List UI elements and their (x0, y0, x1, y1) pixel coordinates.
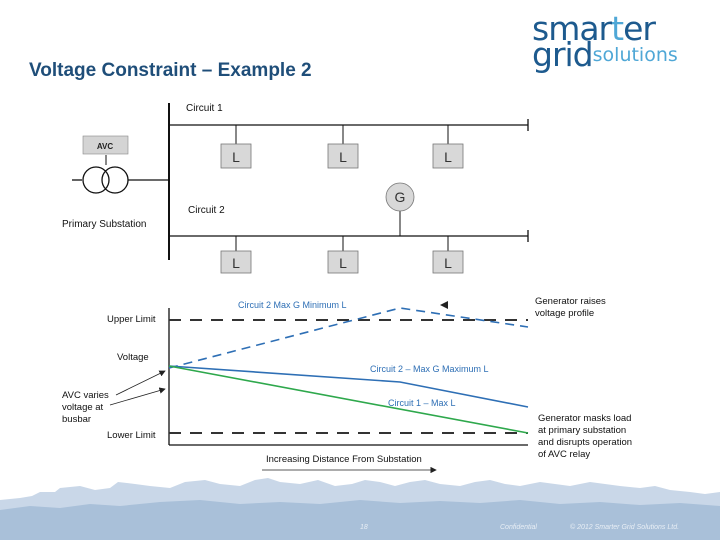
circuit2-max-label: Circuit 2 – Max G Maximum L (370, 364, 489, 374)
generator: G (385, 182, 415, 236)
svg-text:Generator masks load: Generator masks load (538, 413, 631, 424)
load-label: L (444, 255, 452, 271)
load-label: L (339, 149, 347, 165)
slide-title: Voltage Constraint – Example 2 (29, 60, 312, 81)
circuit2-max-g-min-l-line (168, 307, 529, 369)
circuit2-max-g-max-l-line (168, 365, 529, 408)
svg-text:at primary substation: at primary substation (538, 425, 626, 436)
upper-limit-label: Upper Limit (107, 314, 156, 325)
distance-label: Increasing Distance From Substation (266, 454, 422, 465)
load-box (327, 143, 359, 169)
circuit1-loads: L L L (220, 125, 464, 169)
avc-box (82, 135, 129, 155)
svg-text:voltage at: voltage at (62, 402, 104, 413)
load-label: L (444, 149, 452, 165)
generator-label: G (395, 189, 406, 205)
circuit1-label: Circuit 1 (186, 103, 223, 114)
generator-icon (385, 182, 415, 212)
avc-varies-annotation: AVC varies voltage at busbar (62, 370, 166, 425)
primary-substation-label: Primary Substation (62, 219, 146, 230)
transformer-icon (72, 155, 169, 194)
circuit1-max-l-line (168, 365, 529, 434)
svg-text:AVC varies: AVC varies (62, 390, 109, 401)
svg-text:Generator raises: Generator raises (535, 296, 606, 307)
svg-text:busbar: busbar (62, 414, 91, 425)
footer-skyline (0, 478, 720, 540)
generator-masks-annotation: Generator masks load at primary substati… (538, 413, 632, 460)
voltage-label: Voltage (117, 352, 149, 363)
company-logo: smarter gridsolutions (532, 9, 678, 74)
circuit2-label: Circuit 2 (188, 205, 225, 216)
load-label: L (232, 255, 240, 271)
circuit2-min-label: Circuit 2 Max G Minimum L (238, 300, 347, 310)
page-number: 18 (360, 524, 368, 531)
load-box (327, 250, 359, 274)
lower-limit-label: Lower Limit (107, 430, 156, 441)
load-label: L (339, 255, 347, 271)
network-diagram: AVC Circuit 1 Circuit 2 Primary Substati… (62, 103, 529, 274)
voltage-profile-graph: Upper Limit Lower Limit Voltage Circuit … (62, 296, 632, 474)
avc-label: AVC (97, 142, 114, 151)
confidential-label: Confidential (500, 524, 537, 531)
load-box (220, 250, 252, 274)
circuit2-loads: L L L (220, 236, 464, 274)
generator-raises-annotation: Generator raises voltage profile (440, 296, 606, 319)
load-label: L (232, 149, 240, 165)
circuit1-label: Circuit 1 – Max L (388, 398, 456, 408)
load-box (432, 143, 464, 169)
load-box (432, 250, 464, 274)
svg-text:voltage profile: voltage profile (535, 308, 594, 319)
svg-text:of AVC relay: of AVC relay (538, 449, 590, 460)
copyright-label: © 2012 Smarter Grid Solutions Ltd. (570, 524, 680, 531)
load-box (220, 143, 252, 169)
svg-text:and disrupts operation: and disrupts operation (538, 437, 632, 448)
